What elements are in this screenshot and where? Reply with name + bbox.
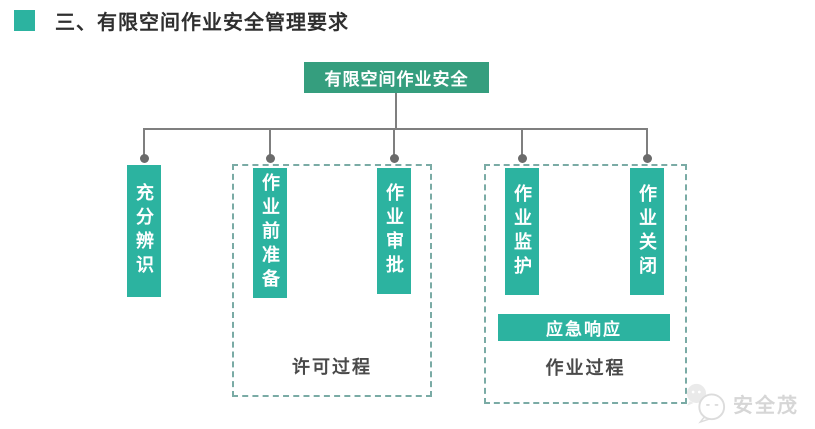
connector-dot-2 (266, 154, 275, 163)
connector-dot-1 (140, 154, 149, 163)
page-title: 三、有限空间作业安全管理要求 (55, 12, 349, 34)
root-node: 有限空间作业安全 (304, 62, 489, 93)
group-permit-process: 许可过程 (232, 164, 432, 397)
connector-stem (395, 93, 397, 130)
node-work-approval: 作业审批 (377, 168, 411, 294)
group-operation-label: 作业过程 (545, 358, 626, 378)
connector-drop-5 (646, 130, 648, 157)
node-work-closure: 作业关闭 (630, 168, 664, 295)
title-bullet-square (14, 10, 35, 31)
connector-dot-3 (390, 154, 399, 163)
page-title-row: 三、有限空间作业安全管理要求 (14, 6, 349, 35)
brand-watermark: 安全茂 (683, 382, 799, 424)
chat-bubbles-icon (686, 383, 726, 424)
connector-horizontal (143, 128, 648, 130)
node-pre-work-preparation: 作业前准备 (253, 168, 287, 298)
node-full-identification: 充分辨识 (127, 165, 161, 297)
brand-name: 安全茂 (733, 394, 799, 417)
connector-drop-3 (393, 130, 395, 157)
connector-dot-5 (643, 154, 652, 163)
connector-dot-4 (518, 154, 527, 163)
connector-drop-4 (521, 130, 523, 157)
connector-drop-2 (269, 130, 271, 157)
group-permit-label: 许可过程 (292, 357, 372, 377)
node-emergency-response: 应急响应 (498, 314, 670, 341)
connector-drop-1 (143, 130, 145, 157)
group-operation-process: 作业过程 (484, 164, 687, 404)
node-work-supervision: 作业监护 (505, 168, 539, 295)
